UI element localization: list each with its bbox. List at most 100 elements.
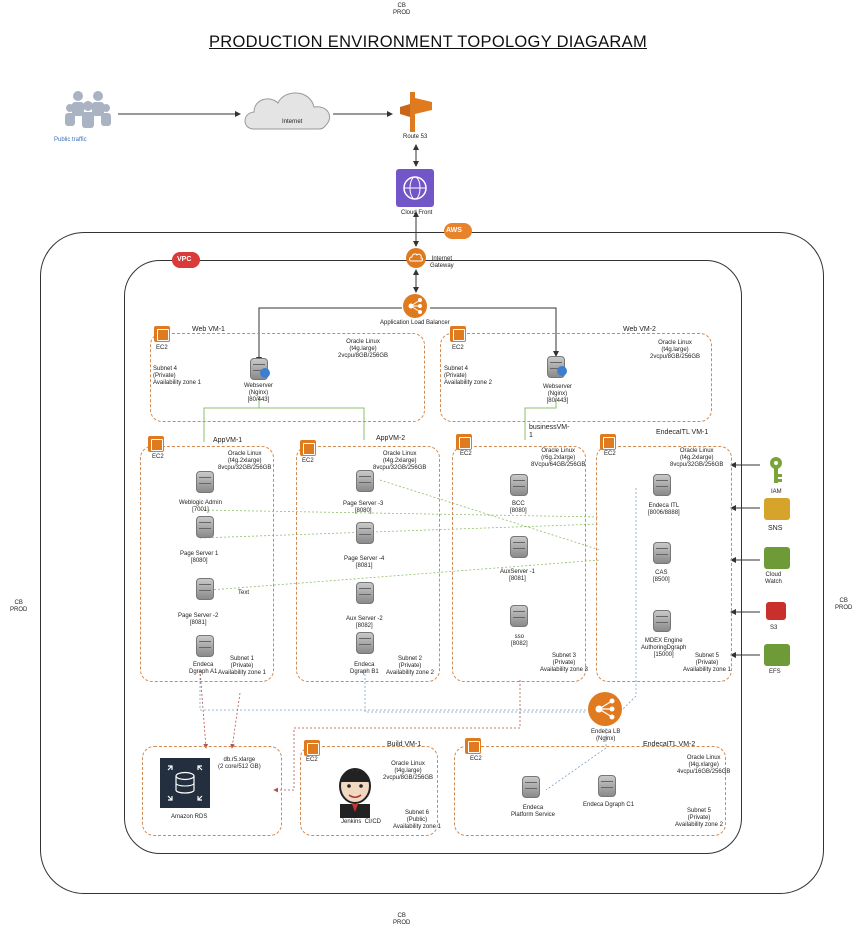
aux-server-2-icon <box>356 582 374 604</box>
vpc-label: VPC <box>177 256 192 263</box>
webserver-label: Webserver (Nginx) [80/443] <box>244 383 273 403</box>
cloudfront-label: Cloud Front <box>401 210 433 216</box>
bcc-label: BCC [8080] <box>510 501 527 514</box>
application-load-balancer-icon <box>403 294 427 318</box>
ec2-icon <box>300 440 316 456</box>
app-vm-1-subnet: Subnet 1 (Private) Availability zone 1 <box>218 656 266 676</box>
ec2-label: EC2 <box>306 757 318 763</box>
ec2-label: EC2 <box>452 345 464 351</box>
endeca-dgraph-a1-label: Endeca Dgraph A1 <box>189 662 218 675</box>
endeca-dgraph-b1-icon <box>356 632 374 654</box>
public-traffic-icon <box>64 88 112 137</box>
page-server-2-icon <box>196 578 214 600</box>
corner-label-left: CB PROD <box>10 600 28 613</box>
web-vm-2-box <box>440 333 712 422</box>
text-label: Text <box>238 590 250 596</box>
app-vm-2-box <box>296 446 440 682</box>
corner-label-top: CB PROD <box>393 3 411 16</box>
ec2-icon <box>600 434 616 450</box>
ec2-icon <box>456 434 472 450</box>
vpc-boundary <box>124 260 742 854</box>
sns-label: SNS <box>768 525 783 532</box>
endeca-dgraph-c1-label: Endeca Dgraph C1 <box>583 802 635 808</box>
efs-label: EFS <box>769 669 781 675</box>
ec2-icon <box>154 326 170 342</box>
web-vm-1-spec: Oracle Linux (t4g.large) 2vcpu/8GB/256GB <box>338 339 389 359</box>
internet-gateway-icon <box>406 248 426 268</box>
web-vm-2-spec: Oracle Linux (t4g.large) 2vcpu/8GB/256GB <box>650 340 701 360</box>
page-server-4-label: Page Server -4 [8081] <box>344 556 385 569</box>
endeca-platform-service-icon <box>522 776 540 798</box>
internet-gateway-label: Internet Gateway <box>430 256 454 269</box>
ec2-icon <box>304 740 320 756</box>
endeca-dgraph-c1-icon <box>598 775 616 797</box>
page-server-2-label: Page Server -2 [8081] <box>178 613 219 626</box>
rds-label: Amazon RDS <box>171 814 208 820</box>
aws-label: AWS <box>446 227 462 234</box>
weblogic-admin-label: Weblogic Admin [7001] <box>179 500 222 513</box>
endeca-itl-vm-1-box <box>596 446 732 682</box>
bcc-icon <box>510 474 528 496</box>
aux-server-2-label: Aux Server -2 [8082] <box>346 616 383 629</box>
cloudwatch-icon <box>764 547 790 569</box>
iam-key-icon <box>765 456 787 491</box>
business-vm-1-spec: Oracle Linux (r6g.2xlarge) 8Vcpu/64GB/25… <box>531 448 586 468</box>
sso-label: sso [8082] <box>511 634 528 647</box>
rds-box <box>142 746 282 836</box>
globe-icon <box>260 368 270 378</box>
iam-label: IAM <box>771 489 782 495</box>
sso-icon <box>510 605 528 627</box>
efs-icon <box>764 644 790 666</box>
cloudwatch-label: Cloud Watch <box>765 572 782 585</box>
mdex-engine-label: MDEX Engine AuthoringDgraph [15000] <box>641 638 687 658</box>
route53-label: Route 53 <box>403 134 428 140</box>
vpc-badge-icon <box>172 252 200 268</box>
endeca-itl-vm-2-spec: Oracle Linux (t4g.xlarge) 4vcpu/16GB/256… <box>677 755 731 775</box>
page-server-3-icon <box>356 470 374 492</box>
endeca-itl-vm-1-title: EndecaITL VM-1 <box>656 429 709 436</box>
endeca-itl-vm-2-title: EndecaITL VM-2 <box>643 741 696 748</box>
page-server-3-label: Page Server -3 [8080] <box>343 501 384 514</box>
ec2-label: EC2 <box>460 451 472 457</box>
endeca-itl-vm-1-subnet: Subnet 5 (Private) Availability zone 1 <box>683 653 731 673</box>
app-vm-2-spec: Oracle Linux (t4g.2xlarge) 8vcpu/32GB/25… <box>373 451 427 471</box>
build-vm-1-spec: Oracle Linux (t4g.large) 2vcpu/8GB/256GB <box>383 761 434 781</box>
business-vm-1-box <box>452 446 586 682</box>
endeca-itl-vm-2-subnet: Subnet 5 (Private) Availability zone 2 <box>675 808 723 828</box>
internet-cloud-icon <box>240 87 336 138</box>
ec2-icon <box>148 436 164 452</box>
route53-icon <box>398 92 434 137</box>
endeca-lb-icon <box>588 692 622 726</box>
build-vm-1-box <box>300 746 438 836</box>
cloudfront-icon <box>396 169 434 207</box>
rds-spec: db.r5.xlarge (2 core/512 GB) <box>218 757 261 770</box>
app-vm-2-title: AppVM-2 <box>376 435 406 442</box>
ec2-label: EC2 <box>302 458 314 464</box>
web-vm-2-title: Web VM-2 <box>623 326 656 333</box>
weblogic-admin-icon <box>196 471 214 493</box>
alb-label: Application Load Balancer <box>380 320 450 326</box>
business-vm-1-title: businessVM- 1 <box>529 424 570 439</box>
corner-label-bottom: CB PROD <box>393 913 411 926</box>
web-vm-1-title: Web VM-1 <box>192 326 225 333</box>
internet-label: Internet <box>282 119 303 125</box>
build-vm-1-subnet: Subnet 6 (Public) Availability zone 1 <box>393 810 441 830</box>
web-vm-1-box <box>150 333 425 422</box>
endeca-dgraph-a1-icon <box>196 635 214 657</box>
app-vm-1-box <box>140 446 274 682</box>
aux-server-1-label: AuxServer -1 [8081] <box>500 569 536 582</box>
s3-label: S3 <box>770 625 778 631</box>
public-traffic-label: Public traffic <box>54 137 87 143</box>
webserver-label: Webserver (Nginx) [80/443] <box>543 384 572 404</box>
cas-icon <box>653 542 671 564</box>
ec2-label: EC2 <box>152 454 164 460</box>
endeca-itl-vm-2-box <box>454 746 726 836</box>
page-server-4-icon <box>356 522 374 544</box>
aux-server-1-icon <box>510 536 528 558</box>
jenkins-icon <box>332 764 378 823</box>
page-title: PRODUCTION ENVIRONMENT TOPOLOGY DIAGARAM <box>208 33 647 51</box>
ec2-icon <box>465 738 481 754</box>
web-vm-1-subnet: Subnet 4 (Private) Availability zone 1 <box>153 366 201 386</box>
amazon-rds-icon <box>160 758 210 808</box>
